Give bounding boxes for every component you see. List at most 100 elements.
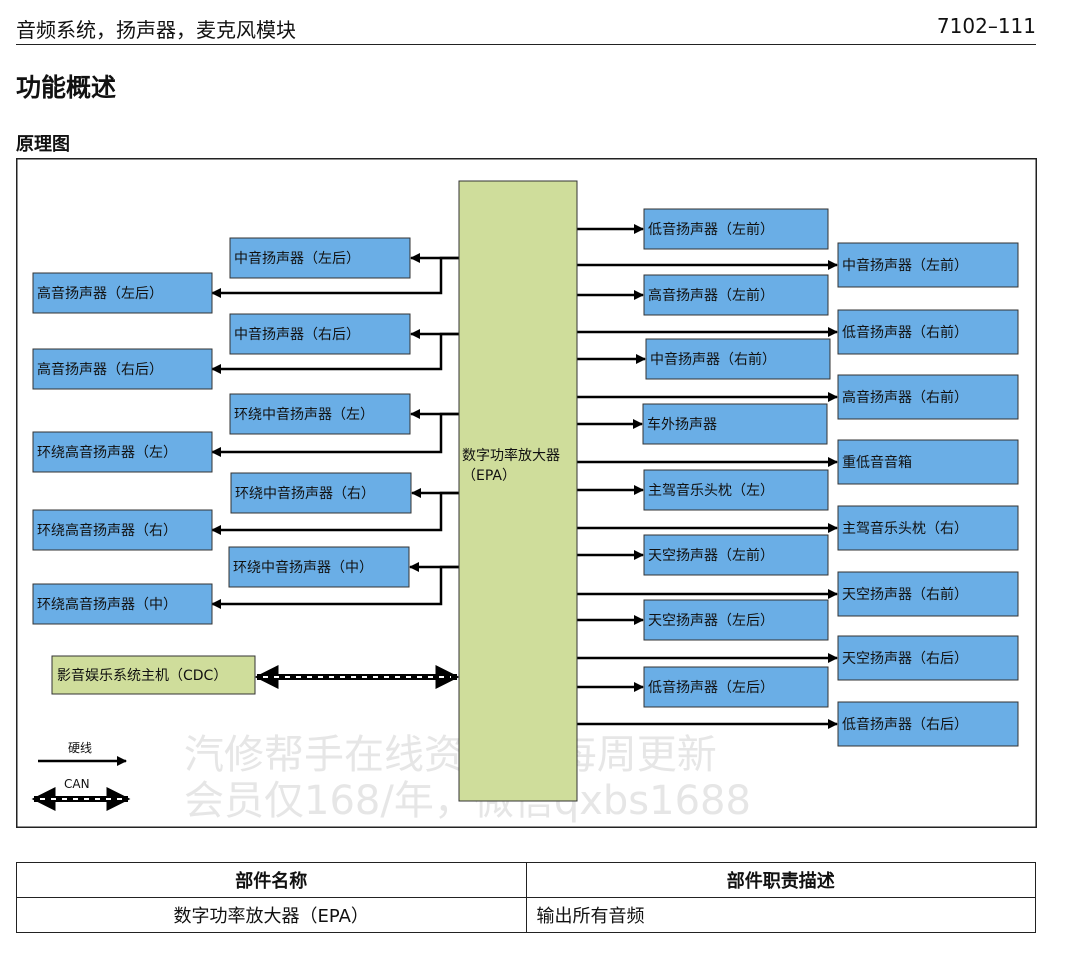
amplifier-epa: 数字功率放大器 （EPA）	[458, 180, 578, 802]
speaker-right-far-3: 高音扬声器（右前）	[837, 374, 1019, 420]
speaker-right-far-6: 天空扬声器（右前）	[837, 571, 1019, 617]
speaker-left-inner-4-label: 环绕中音扬声器（右）	[235, 485, 375, 502]
speaker-right-near-1-box	[643, 208, 829, 250]
speaker-left-outer-3-box	[32, 431, 213, 473]
table-cell-description: 输出所有音频	[525, 897, 1036, 933]
speaker-right-near-2: 高音扬声器（左前）	[643, 274, 829, 316]
subsection-title: 原理图	[16, 134, 70, 155]
cdc-box	[51, 655, 256, 695]
speaker-right-far-6-box	[837, 571, 1019, 617]
speaker-right-near-5: 主驾音乐头枕（左）	[643, 469, 829, 511]
table-row: 数字功率放大器（EPA） 输出所有音频	[16, 897, 1036, 933]
legend-hardwire-label: 硬线	[68, 741, 92, 755]
wire-left-outer-5	[211, 565, 459, 609]
speaker-left-outer-4-box	[32, 509, 213, 551]
amplifier-box	[458, 180, 578, 802]
column-header-component-name: 部件名称	[16, 862, 527, 898]
speaker-right-far-7: 天空扬声器（右后）	[837, 635, 1019, 681]
wire-left-outer-2	[211, 332, 459, 374]
speaker-right-far-4-box	[837, 439, 1019, 485]
speaker-left-outer-4-label: 环绕高音扬声器（右）	[37, 522, 177, 539]
speaker-left-outer-5: 环绕高音扬声器（中）	[32, 583, 213, 625]
speaker-left-inner-2-box	[229, 313, 411, 355]
amplifier-label: 数字功率放大器	[462, 447, 560, 464]
speaker-left-outer-5-label: 环绕高音扬声器（中）	[37, 596, 177, 613]
speaker-left-outer-3-label: 环绕高音扬声器（左）	[37, 444, 177, 461]
speaker-left-inner-1-box	[229, 237, 411, 279]
speaker-right-far-7-box	[837, 635, 1019, 681]
wire-group	[31, 224, 838, 811]
speaker-right-far-1: 中音扬声器（左前）	[837, 242, 1019, 288]
speaker-right-near-8: 低音扬声器（左后）	[643, 666, 829, 708]
speaker-right-far-3-box	[837, 374, 1019, 420]
speaker-left-inner-5: 环绕中音扬声器（中）	[228, 546, 410, 588]
speaker-right-near-2-box	[643, 274, 829, 316]
speaker-left-outer-1: 高音扬声器（左后）	[32, 272, 213, 314]
schematic-diagram: 汽修帮手在线资料库,每周更新 会员仅168/年，微信qxbs1688 数字功率放…	[16, 158, 1037, 828]
speaker-left-inner-4: 环绕中音扬声器（右）	[230, 472, 412, 514]
speaker-right-far-4-label: 重低音音箱	[842, 454, 912, 471]
speaker-right-far-2: 低音扬声器（右前）	[837, 309, 1019, 355]
speaker-right-near-7: 天空扬声器（左后）	[643, 599, 829, 641]
section-title: 功能概述	[16, 73, 117, 102]
speaker-left-outer-1-box	[32, 272, 213, 314]
speaker-left-outer-3: 环绕高音扬声器（左）	[32, 431, 213, 473]
wire-left-outer-1	[211, 256, 459, 298]
speaker-left-inner-2-label: 中音扬声器（右后）	[234, 326, 360, 343]
speaker-right-near-1: 低音扬声器（左前）	[643, 208, 829, 250]
speaker-right-near-8-box	[643, 666, 829, 708]
legend-can-label: CAN	[64, 777, 90, 791]
speaker-right-near-4-label: 车外扬声器	[647, 416, 717, 433]
speaker-right-near-3: 中音扬声器（右前）	[645, 338, 831, 380]
column-header-description: 部件职责描述	[525, 862, 1036, 898]
speaker-left-inner-5-label: 环绕中音扬声器（中）	[233, 559, 373, 576]
speaker-right-near-3-label: 中音扬声器（右前）	[650, 351, 776, 368]
speaker-right-near-5-box	[643, 469, 829, 511]
speaker-right-near-4-box	[642, 403, 828, 445]
speaker-right-near-6-label: 天空扬声器（左前）	[648, 547, 774, 564]
speaker-left-outer-2: 高音扬声器（右后）	[32, 348, 213, 390]
speaker-box-group: 中音扬声器（左后） 高音扬声器（左后） 中音扬声器（右后） 高音扬声器（右后） 环绕中音…	[32, 208, 1019, 747]
speaker-right-near-4: 车外扬声器	[642, 403, 828, 445]
amplifier-label-abbr: （EPA）	[462, 468, 516, 484]
speaker-right-far-2-box	[837, 309, 1019, 355]
speaker-right-far-5: 主驾音乐头枕（右）	[837, 505, 1019, 551]
speaker-right-near-1-label: 低音扬声器（左前）	[648, 221, 774, 238]
speaker-right-near-2-label: 高音扬声器（左前）	[648, 287, 774, 304]
speaker-left-outer-2-box	[32, 348, 213, 390]
speaker-right-far-4: 重低音音箱	[837, 439, 1019, 485]
speaker-right-near-3-box	[645, 338, 831, 380]
cdc-unit: 影音娱乐系统主机（CDC）	[51, 655, 256, 695]
speaker-left-inner-1: 中音扬声器（左后）	[229, 237, 411, 279]
speaker-right-far-8-box	[837, 701, 1019, 747]
speaker-right-far-7-label: 天空扬声器（右后）	[842, 651, 968, 667]
wire-left-outer-3	[211, 412, 459, 457]
speaker-left-inner-5-box	[228, 546, 410, 588]
speaker-left-outer-5-box	[32, 583, 213, 625]
speaker-right-near-8-label: 低音扬声器（左后）	[648, 679, 774, 696]
table-cell-component: 数字功率放大器（EPA）	[16, 897, 527, 933]
speaker-left-outer-2-label: 高音扬声器（右后）	[37, 361, 163, 378]
speaker-left-inner-2: 中音扬声器（右后）	[229, 313, 411, 355]
speaker-right-far-6-label: 天空扬声器（右前）	[842, 586, 968, 603]
legend: 硬线 CAN	[64, 741, 92, 791]
page-header: 音频系统，扬声器，麦克风模块 7102–111	[16, 10, 1036, 45]
speaker-left-inner-1-label: 中音扬声器（左后）	[234, 250, 360, 267]
speaker-left-inner-4-box	[230, 472, 412, 514]
speaker-right-far-1-label: 中音扬声器（左前）	[842, 257, 968, 274]
page-number: 7102–111	[936, 14, 1036, 38]
table-header-row: 部件名称 部件职责描述	[16, 862, 1036, 898]
document-title: 音频系统，扬声器，麦克风模块	[16, 18, 296, 42]
wire-left-outer-4	[211, 491, 459, 535]
speaker-right-far-3-label: 高音扬声器（右前）	[842, 389, 968, 406]
watermark-line-1: 汽修帮手在线资料库,每周更新	[184, 732, 717, 778]
speaker-left-inner-3-box	[229, 393, 411, 435]
speaker-right-far-2-label: 低音扬声器（右前）	[842, 324, 968, 341]
speaker-right-near-6: 天空扬声器（左前）	[643, 534, 829, 576]
cdc-label: 影音娱乐系统主机（CDC）	[57, 667, 227, 684]
speaker-right-far-8: 低音扬声器（右后）	[837, 701, 1019, 747]
speaker-right-near-5-label: 主驾音乐头枕（左）	[648, 482, 774, 499]
speaker-left-inner-3-label: 环绕中音扬声器（左）	[234, 406, 374, 423]
speaker-left-outer-1-label: 高音扬声器（左后）	[37, 285, 163, 302]
speaker-right-near-7-box	[643, 599, 829, 641]
